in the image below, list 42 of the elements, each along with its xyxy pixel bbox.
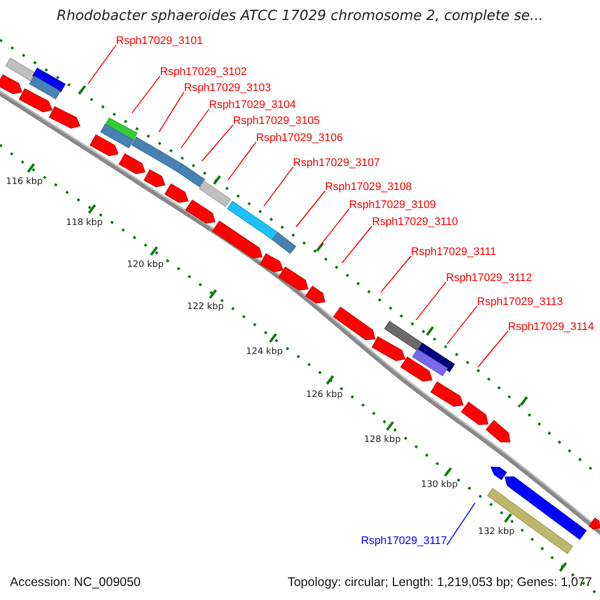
- gene-label: Rsph17029_3113: [477, 296, 564, 308]
- gene-label: Rsph17029_3114: [508, 321, 594, 333]
- scale-label: 126 kbp: [306, 390, 343, 400]
- gene-label: Rsph17029_3105: [233, 115, 320, 127]
- gene-label: Rsph17029_3111: [411, 246, 496, 258]
- gene-label: Rsph17029_3110: [372, 216, 458, 228]
- scale-label: 118 kbp: [66, 218, 103, 228]
- gene-label: Rsph17029_3104: [209, 99, 296, 111]
- gene-label: Rsph17029_3103: [184, 82, 271, 94]
- leader-line: [416, 282, 446, 320]
- leader-line: [180, 108, 210, 148]
- gene-label: Rsph17029_3109: [349, 199, 436, 211]
- scale-label: 120 kbp: [127, 260, 164, 270]
- gene-label: Rsph17029_3106: [256, 132, 343, 144]
- leader-line: [380, 256, 412, 292]
- map-info: Topology: circular; Length: 1,219,053 bp; Genes: 1,077: [288, 575, 592, 589]
- leader-line: [228, 142, 256, 180]
- scale-label: 128 kbp: [364, 435, 401, 445]
- leader-line: [446, 502, 476, 546]
- scale-label: 130 kbp: [421, 480, 458, 490]
- leader-line: [202, 124, 234, 162]
- leader-line: [342, 226, 372, 264]
- leader-line: [318, 208, 350, 248]
- map-info: Accession: NC_009050: [10, 575, 141, 589]
- gene-label: Rsph17029_3107: [293, 157, 380, 169]
- leader-line: [132, 76, 160, 114]
- scale-label: 122 kbp: [187, 302, 224, 312]
- scale-label: 132 kbp: [478, 527, 515, 537]
- leader-line: [296, 190, 326, 228]
- leader-line: [264, 166, 294, 206]
- map-title: Rhodobacter sphaeroides ATCC 17029 chromosome 2, complete se...: [56, 8, 544, 24]
- scale-label: 124 kbp: [246, 347, 283, 357]
- leader-line: [88, 44, 116, 84]
- gene-label: Rsph17029_3101: [116, 35, 203, 47]
- gene-label: Rsph17029_3117: [361, 535, 448, 547]
- leader-line: [478, 330, 508, 368]
- scale-label: 116 kbp: [6, 177, 43, 187]
- leader-line: [446, 306, 478, 344]
- gene-label: Rsph17029_3102: [160, 66, 247, 78]
- leader-line: [158, 92, 184, 132]
- gene-label: Rsph17029_3108: [325, 181, 412, 193]
- gene-label: Rsph17029_3112: [446, 272, 532, 284]
